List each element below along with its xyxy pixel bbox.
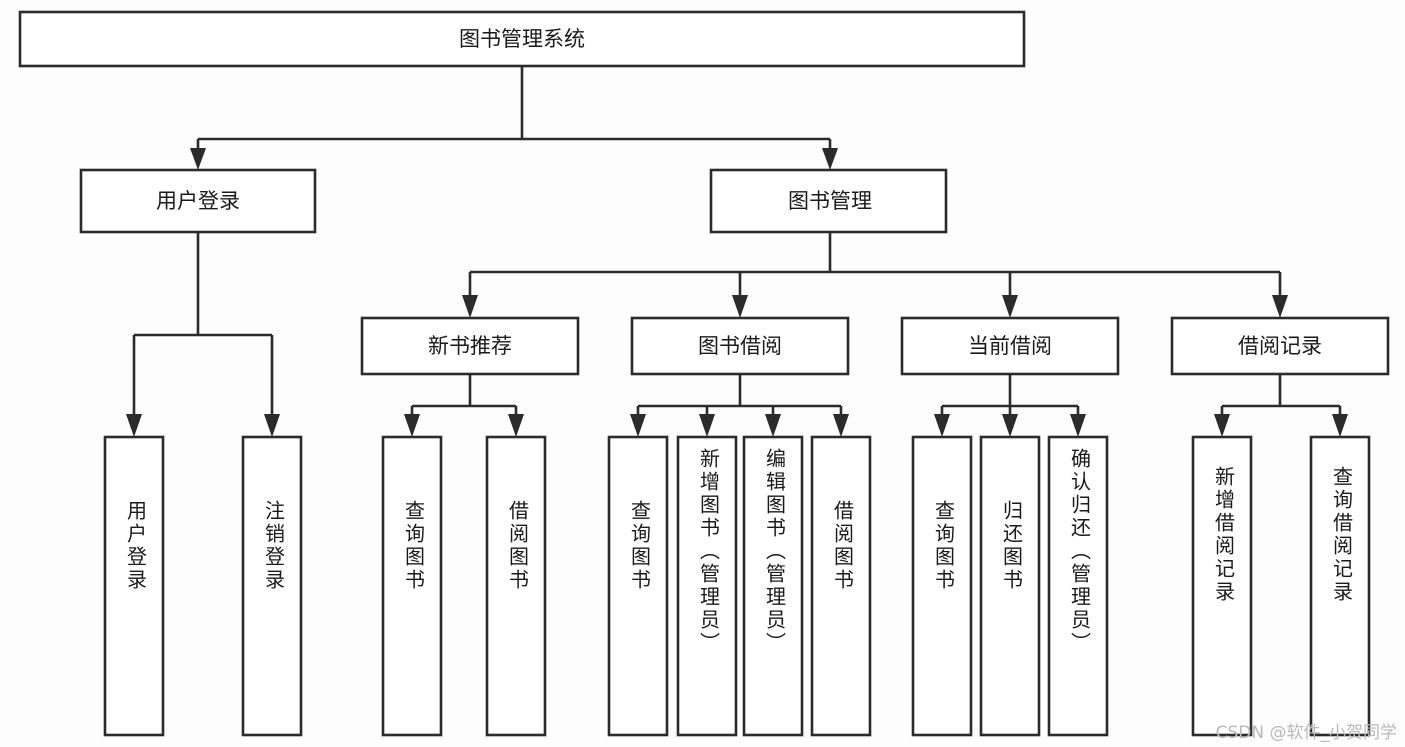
- node-leaf-return-book-box[interactable]: [979, 435, 1041, 737]
- node-leaf-add-record-box[interactable]: [1191, 435, 1253, 737]
- node-leaf-borrow-book-2-box[interactable]: [810, 435, 872, 737]
- node-leaf-query-book-2[interactable]: 查询图书: [607, 435, 669, 737]
- node-current-borrow-label: 当前借阅: [968, 334, 1052, 358]
- node-new-book-recommend-label: 新书推荐: [428, 334, 512, 358]
- node-leaf-query-record[interactable]: 查询借阅记录: [1309, 435, 1371, 737]
- connector-layer: [126, 66, 1348, 437]
- node-book-manage-box[interactable]: [709, 168, 948, 234]
- node-new-book-recommend-box[interactable]: [360, 316, 580, 376]
- arrow-to-book-borrow: [732, 295, 748, 318]
- node-leaf-borrow-book-1-label: 借阅图书: [506, 500, 530, 592]
- arrow-to-book-manage: [822, 148, 838, 170]
- node-root-box[interactable]: [18, 10, 1026, 68]
- node-leaf-query-book-1[interactable]: 查询图书: [381, 435, 443, 737]
- node-leaf-confirm-return-box[interactable]: [1047, 435, 1109, 737]
- node-leaf-query-book-1-box[interactable]: [381, 435, 443, 737]
- node-leaf-query-book-3[interactable]: 查询图书: [911, 435, 973, 737]
- arrow-to-leaf-edit-book: [765, 414, 781, 437]
- arrow-to-borrow-record: [1272, 295, 1288, 318]
- node-leaf-query-book-1-label: 查询图书: [402, 500, 426, 592]
- node-leaf-borrow-book-1-box[interactable]: [485, 435, 547, 737]
- node-leaf-return-book-label: 归还图书: [1000, 500, 1024, 592]
- arrow-to-leaf-borrow-book-1: [508, 414, 524, 437]
- node-leaf-add-record-label: 新增借阅记录: [1212, 466, 1236, 604]
- node-leaf-user-logout-label: 注销登录: [262, 500, 286, 592]
- node-borrow-record[interactable]: 借阅记录: [1170, 316, 1390, 376]
- arrow-to-user-login: [190, 148, 206, 170]
- arrow-to-new-book-recommend: [462, 295, 478, 318]
- node-leaf-borrow-book-1[interactable]: 借阅图书: [485, 435, 547, 737]
- arrow-to-leaf-query-book-3: [934, 414, 950, 437]
- node-root-label: 图书管理系统: [459, 27, 585, 51]
- node-leaf-user-login[interactable]: 用户登录: [103, 435, 165, 737]
- node-user-login[interactable]: 用户登录: [79, 168, 317, 234]
- node-leaf-user-logout-box[interactable]: [241, 435, 303, 737]
- arrow-to-leaf-add-book: [699, 414, 715, 437]
- csdn-watermark: CSDN @软件_小贺同学: [1215, 723, 1397, 743]
- arrow-to-leaf-query-book-2: [630, 414, 646, 437]
- node-borrow-record-box[interactable]: [1170, 316, 1390, 376]
- arrow-to-leaf-user-login: [126, 414, 142, 437]
- node-leaf-edit-book-label: 编辑图书（管理员）: [763, 448, 787, 655]
- arrow-to-leaf-return-book: [1002, 414, 1018, 437]
- node-user-login-box[interactable]: [79, 168, 317, 234]
- node-book-borrow[interactable]: 图书借阅: [630, 316, 850, 376]
- node-leaf-query-record-box[interactable]: [1309, 435, 1371, 737]
- node-leaf-borrow-book-2-label: 借阅图书: [831, 500, 855, 592]
- node-book-borrow-box[interactable]: [630, 316, 850, 376]
- node-leaf-query-book-3-box[interactable]: [911, 435, 973, 737]
- node-current-borrow-box[interactable]: [900, 316, 1120, 376]
- node-leaf-user-logout[interactable]: 注销登录: [241, 435, 303, 737]
- node-leaf-add-book[interactable]: 新增图书（管理员）: [676, 435, 738, 737]
- arrow-to-leaf-user-logout: [264, 414, 280, 437]
- node-root[interactable]: 图书管理系统: [18, 10, 1026, 68]
- node-leaf-edit-book-box[interactable]: [742, 435, 804, 737]
- arrow-to-leaf-query-record: [1332, 414, 1348, 437]
- node-leaf-user-login-box[interactable]: [103, 435, 165, 737]
- arrow-to-current-borrow: [1002, 295, 1018, 318]
- node-user-login-label: 用户登录: [156, 189, 240, 213]
- node-book-manage-label: 图书管理: [788, 189, 872, 213]
- node-leaf-confirm-return-label: 确认归还（管理员）: [1068, 448, 1092, 655]
- arrow-to-leaf-query-book-1: [404, 414, 420, 437]
- node-leaf-confirm-return[interactable]: 确认归还（管理员）: [1047, 435, 1109, 737]
- node-leaf-query-book-2-box[interactable]: [607, 435, 669, 737]
- node-leaf-edit-book[interactable]: 编辑图书（管理员）: [742, 435, 804, 737]
- node-leaf-add-book-box[interactable]: [676, 435, 738, 737]
- node-leaf-add-record[interactable]: 新增借阅记录: [1191, 435, 1253, 737]
- node-new-book-recommend[interactable]: 新书推荐: [360, 316, 580, 376]
- node-leaf-query-book-3-label: 查询图书: [932, 500, 956, 592]
- node-leaf-add-book-label: 新增图书（管理员）: [697, 448, 721, 655]
- node-leaf-query-book-2-label: 查询图书: [628, 500, 652, 592]
- arrow-to-leaf-confirm-return: [1070, 414, 1086, 437]
- arrow-to-leaf-add-record: [1214, 414, 1230, 437]
- node-leaf-query-record-label: 查询借阅记录: [1330, 466, 1354, 604]
- node-leaf-user-login-label: 用户登录: [124, 500, 148, 592]
- node-leaf-return-book[interactable]: 归还图书: [979, 435, 1041, 737]
- node-borrow-record-label: 借阅记录: [1238, 334, 1322, 358]
- node-leaf-borrow-book-2[interactable]: 借阅图书: [810, 435, 872, 737]
- node-book-manage[interactable]: 图书管理: [709, 168, 948, 234]
- node-current-borrow[interactable]: 当前借阅: [900, 316, 1120, 376]
- arrow-to-leaf-borrow-book-2: [833, 414, 849, 437]
- node-book-borrow-label: 图书借阅: [698, 334, 782, 358]
